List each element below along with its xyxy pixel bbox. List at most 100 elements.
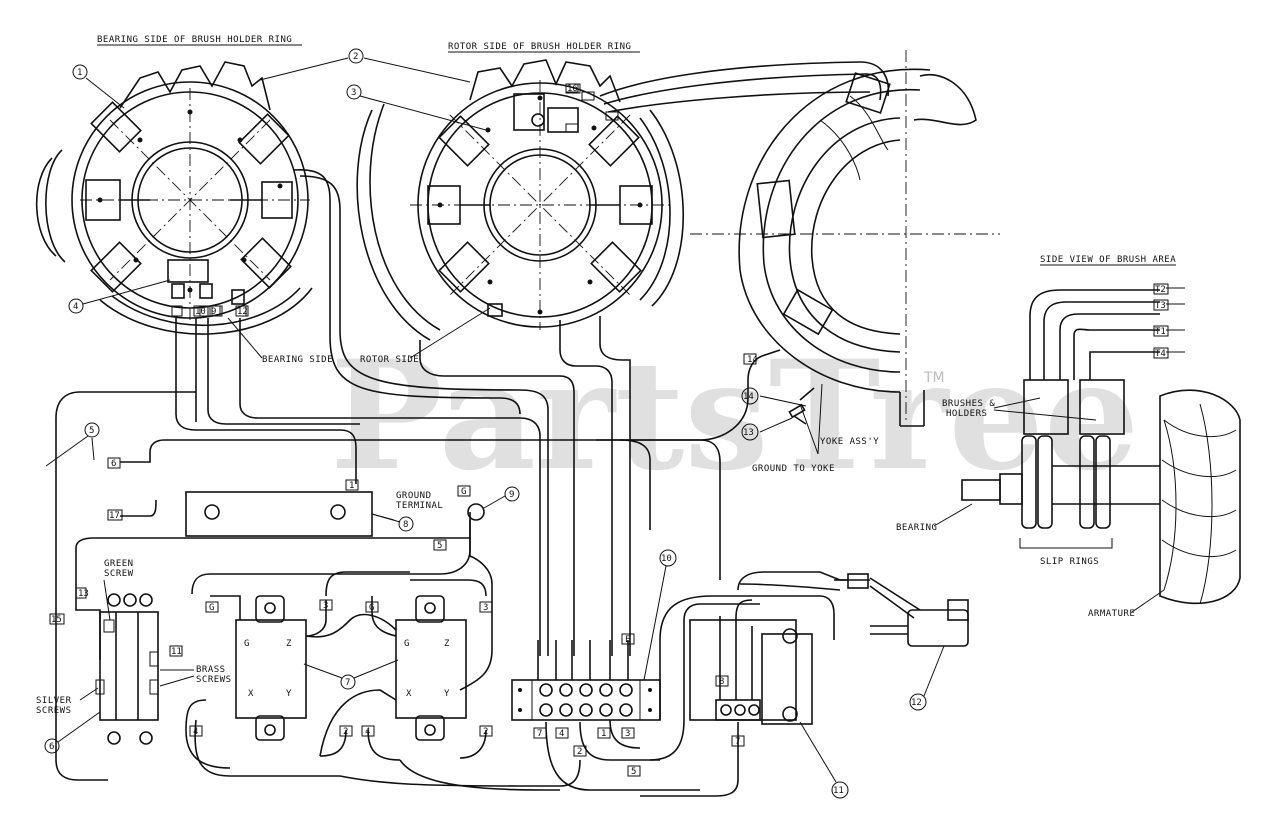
label-yoke-assy: YOKE ASS'Y — [820, 437, 879, 447]
callout-1: 1 — [72, 64, 125, 109]
svg-text:7: 7 — [345, 678, 350, 688]
callout-12: 12 — [909, 645, 945, 711]
svg-text:11: 11 — [833, 786, 844, 796]
ground-screw — [759, 383, 823, 455]
switch-left-term-y: Y — [286, 689, 292, 699]
svg-text:3: 3 — [625, 729, 630, 739]
callout-13: 13 — [741, 423, 759, 441]
svg-text:10: 10 — [195, 307, 206, 317]
terminal-block — [511, 679, 661, 721]
switch-left-term-x: X — [248, 689, 254, 699]
svg-text:17: 17 — [109, 511, 120, 521]
svg-text:T4: T4 — [1155, 349, 1166, 359]
label-ground-terminal-2: TERMINAL — [396, 501, 443, 511]
svg-text:2: 2 — [353, 52, 358, 62]
switch-left-term-g: G — [244, 639, 249, 649]
callout-11: 11 — [799, 721, 849, 799]
title-side-view: SIDE VIEW OF BRUSH AREA — [1040, 255, 1176, 265]
callout-4: 4 — [68, 279, 171, 314]
svg-text:15: 15 — [51, 615, 62, 625]
switch-right-term-x: X — [406, 689, 412, 699]
svg-text:4: 4 — [193, 727, 198, 737]
watermark-text: PartsTree — [330, 328, 1139, 504]
callout-14: 14 — [741, 387, 759, 405]
label-silver-screws-1: SILVER — [36, 696, 72, 706]
title-rotor-side-ring: ROTOR SIDE OF BRUSH HOLDER RING — [448, 42, 631, 52]
switch-right-term-g: G — [404, 639, 409, 649]
label-bearing-side: BEARING SIDE — [262, 355, 333, 365]
svg-text:13: 13 — [78, 589, 89, 599]
svg-text:7: 7 — [537, 729, 542, 739]
svg-text:8: 8 — [403, 520, 408, 530]
watermark-trademark: TM — [923, 370, 945, 386]
svg-text:3: 3 — [323, 601, 328, 611]
callout-10: 10 — [643, 549, 677, 681]
svg-text:T3: T3 — [1155, 301, 1166, 311]
svg-text:4: 4 — [559, 729, 564, 739]
svg-text:3: 3 — [351, 88, 356, 98]
svg-text:2: 2 — [577, 747, 582, 757]
label-rotor-side: ROTOR SIDE — [360, 355, 419, 365]
svg-text:16: 16 — [567, 84, 578, 94]
callout-9: 9 — [483, 486, 520, 509]
wiring-harness — [55, 61, 921, 797]
label-ground-to-yoke: GROUND TO YOKE — [752, 464, 835, 474]
svg-text:3: 3 — [483, 603, 488, 613]
wire-tags: 6 17 15 11 13 G G G 3 3 3 1 1 4 4 4 2 2 … — [49, 83, 1169, 777]
label-brushes-holders-1: BRUSHES & — [942, 399, 995, 409]
svg-text:G: G — [369, 603, 374, 613]
label-brass-screws-2: SCREWS — [196, 675, 232, 685]
svg-text:9: 9 — [211, 307, 216, 317]
label-green-screw-1: GREEN — [104, 559, 134, 569]
svg-text:10: 10 — [661, 554, 672, 564]
callout-8: 8 — [371, 513, 414, 532]
svg-text:6: 6 — [49, 742, 54, 752]
label-green-screw-2: SCREW — [104, 569, 134, 579]
svg-text:1: 1 — [349, 481, 354, 491]
switch-right-term-z: Z — [444, 639, 450, 649]
svg-text:2: 2 — [483, 727, 488, 737]
label-ground-terminal-1: GROUND — [396, 491, 432, 501]
svg-text:G: G — [461, 487, 466, 497]
svg-text:7: 7 — [735, 737, 740, 747]
callout-3: 3 — [346, 84, 487, 131]
svg-text:8: 8 — [719, 677, 724, 687]
callout-6: 6 — [44, 711, 101, 754]
label-silver-screws-2: SCREWS — [36, 706, 72, 716]
svg-text:14: 14 — [743, 392, 754, 402]
svg-text:12: 12 — [911, 698, 922, 708]
callout-5: 5 — [45, 422, 100, 467]
receptacle-assembly — [689, 619, 813, 725]
yoke-assembly — [690, 50, 1000, 427]
svg-text:12: 12 — [237, 307, 248, 317]
svg-text:1: 1 — [77, 68, 82, 78]
label-armature: ARMATURE — [1088, 609, 1135, 619]
svg-text:9: 9 — [509, 490, 514, 500]
svg-text:11: 11 — [171, 647, 182, 657]
label-brass-screws-1: BRASS — [196, 665, 226, 675]
svg-text:4: 4 — [365, 727, 370, 737]
callout-7: 7 — [303, 659, 399, 690]
title-bearing-side-ring: BEARING SIDE OF BRUSH HOLDER RING — [97, 35, 292, 45]
svg-text:T2: T2 — [1155, 285, 1166, 295]
svg-text:13: 13 — [743, 428, 754, 438]
plug-assembly — [834, 573, 969, 647]
switch-right — [395, 595, 467, 741]
svg-text:14: 14 — [747, 355, 758, 365]
svg-text:5: 5 — [631, 767, 636, 777]
rotor-side-brush-ring — [356, 59, 685, 341]
circuit-breaker — [95, 593, 159, 745]
side-view-brush-area — [961, 287, 1241, 605]
switch-left — [235, 595, 307, 741]
switch-right-term-y: Y — [444, 689, 450, 699]
svg-text:6: 6 — [111, 459, 116, 469]
svg-text:T1: T1 — [1155, 327, 1166, 337]
label-bearing: BEARING — [896, 523, 937, 533]
switch-left-term-z: Z — [286, 639, 292, 649]
label-brushes-holders-2: HOLDERS — [946, 409, 987, 419]
svg-text:1: 1 — [601, 729, 606, 739]
svg-text:5: 5 — [89, 426, 94, 436]
label-slip-rings: SLIP RINGS — [1040, 557, 1099, 567]
